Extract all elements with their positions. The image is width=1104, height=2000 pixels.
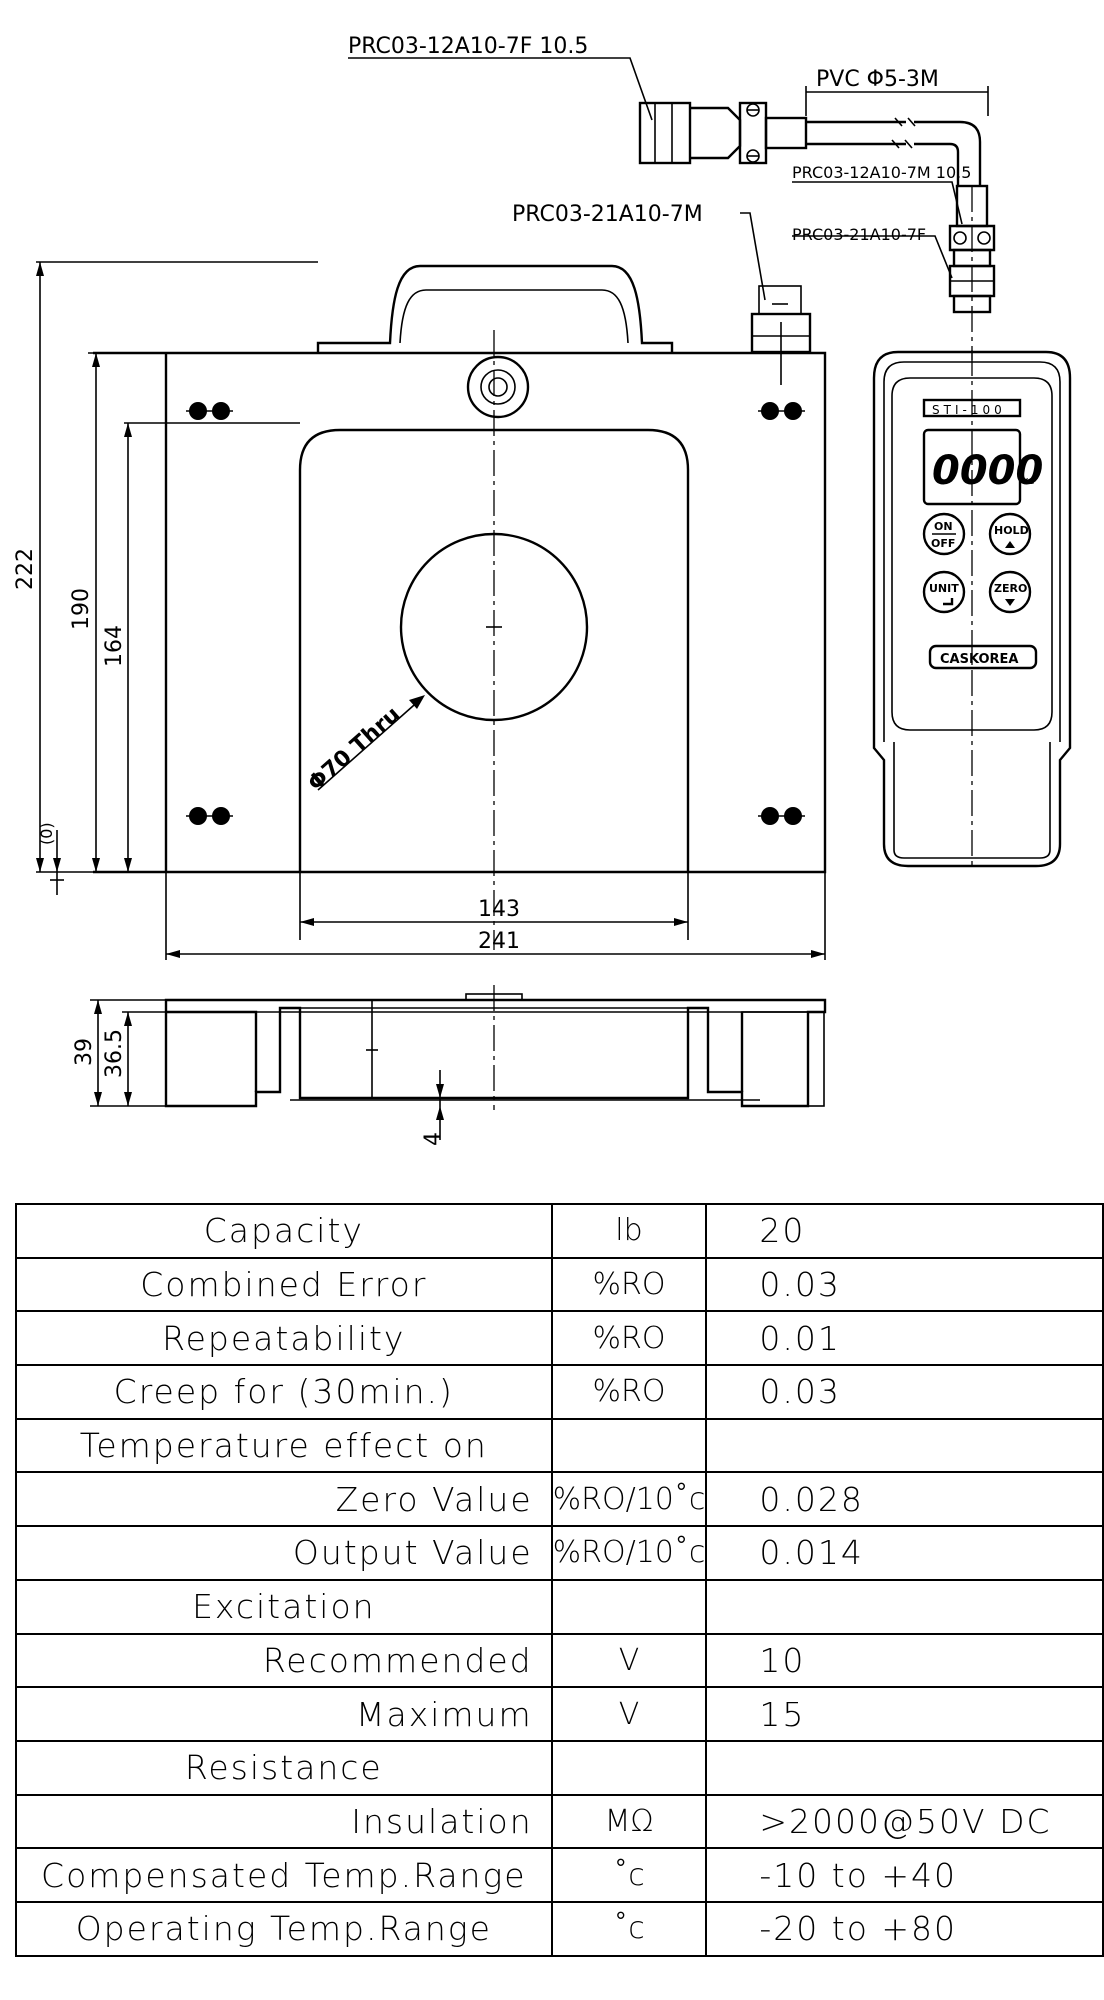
spec-name-cell: Zero Value — [15, 1471, 553, 1528]
spec-unit-cell: %RO/10˚c — [550, 1525, 708, 1581]
connector-3-label: PRC03-21A10-7M — [512, 202, 703, 227]
table-row: Excitation — [15, 1578, 1104, 1635]
dim-36-5: 36.5 — [102, 1029, 127, 1078]
spec-name-cell: Compensated Temp.Range — [15, 1847, 553, 1903]
spec-value-cell: -20 to +80 — [705, 1900, 1104, 1957]
indicator-display: 0000 — [932, 448, 1043, 494]
dim-164: 164 — [102, 625, 127, 667]
indicator-unit: KG — [1023, 477, 1034, 486]
spec-value-cell — [705, 1578, 1104, 1635]
unit-button — [922, 570, 966, 614]
spec-value-cell: 10 — [705, 1632, 1104, 1689]
spec-value-cell: 20 — [705, 1203, 1104, 1259]
spec-value-cell: 0.03 — [705, 1256, 1104, 1313]
dimensions-top-view: 222 190 164 (0) 143 241 — [13, 261, 826, 960]
cable-label: PVC Φ5-3M — [816, 67, 939, 92]
spec-value-cell: 0.014 — [705, 1525, 1104, 1581]
zero-button — [988, 570, 1032, 614]
spec-value-cell: >2000@50V DC — [705, 1793, 1104, 1850]
on-off-button — [922, 512, 966, 556]
hold-label: HOLD — [994, 524, 1029, 537]
spec-unit-cell: %RO — [550, 1256, 708, 1313]
zero-label: ZERO — [994, 582, 1027, 595]
dimensions-side-view: 39 36.5 4 — [72, 999, 446, 1146]
spec-name-cell: Output Value — [15, 1525, 553, 1581]
spec-value-cell: 15 — [705, 1686, 1104, 1742]
spec-name-cell: Repeatability — [15, 1310, 553, 1367]
spec-value-cell — [705, 1739, 1104, 1796]
spec-unit-cell: ˚c — [550, 1900, 708, 1957]
spec-value-cell: 0.028 — [705, 1471, 1104, 1528]
on-off-label-top: ON — [934, 520, 953, 533]
connector-4-label: PRC03-21A10-7F — [792, 225, 926, 244]
hole-label: Φ70 Thru — [303, 702, 405, 796]
spec-name-cell: Insulation — [15, 1793, 553, 1850]
table-row: Operating Temp.Range˚c-20 to +80 — [15, 1900, 1104, 1957]
indicator-brand: CASKOREA — [940, 652, 1018, 667]
spec-name-cell: Operating Temp.Range — [15, 1900, 553, 1957]
indicator-model: STI-100 — [932, 403, 1006, 417]
spec-name-cell: Temperature effect on — [15, 1417, 553, 1474]
handheld-indicator: STI-100 0000 KG ON OFF HOLD UNIT ZERO CA… — [872, 350, 1072, 870]
connector-1-label: PRC03-12A10-7F 10.5 — [348, 34, 588, 59]
spec-unit-cell: V — [550, 1632, 708, 1689]
spec-unit-cell: %RO — [550, 1310, 708, 1367]
spec-name-cell: Excitation — [15, 1578, 553, 1635]
spec-value-cell: 0.01 — [705, 1310, 1104, 1367]
dim-39: 39 — [72, 1038, 97, 1066]
table-row: Temperature effect on — [15, 1417, 1104, 1474]
bolt-holes — [186, 402, 805, 825]
dim-4: 4 — [421, 1132, 446, 1146]
spec-unit-cell — [550, 1739, 708, 1796]
spec-unit-cell: V — [550, 1686, 708, 1742]
spec-name-cell: Capacity — [15, 1203, 553, 1259]
spec-name-cell: Recommended — [15, 1632, 553, 1689]
cable-assembly: PVC Φ5-3M PRC03-12A10-7F 10.5 PRC03-12A1… — [348, 34, 996, 360]
spec-unit-cell: lb — [550, 1203, 708, 1259]
spec-value-cell: -10 to +40 — [705, 1847, 1104, 1903]
spec-name-cell: Creep for (30min.) — [15, 1364, 553, 1420]
load-cell-top-view: Φ70 Thru — [93, 264, 827, 950]
unit-label: UNIT — [929, 582, 959, 595]
spec-unit-cell: %RO/10˚c — [550, 1471, 708, 1528]
connector-2-label: PRC03-12A10-7M 10.5 — [792, 163, 971, 182]
dim-190: 190 — [69, 588, 94, 630]
dim-222: 222 — [13, 548, 38, 590]
dim-241: 241 — [478, 929, 520, 954]
technical-drawing: Φ70 Thru 222 190 164 (0) 143 — [13, 34, 1072, 1146]
load-cell-side-view — [164, 985, 827, 1110]
spec-name-cell: Combined Error — [15, 1256, 553, 1313]
spec-name-cell: Resistance — [15, 1739, 553, 1796]
spec-unit-cell: %RO — [550, 1364, 708, 1420]
dim-zero: (0) — [37, 822, 56, 845]
spec-name-cell: Maximum — [15, 1686, 553, 1742]
spec-unit-cell: ˚c — [550, 1847, 708, 1903]
spec-value-cell — [705, 1417, 1104, 1474]
spec-unit-cell — [550, 1417, 708, 1474]
spec-unit-cell — [550, 1578, 708, 1635]
table-row: Resistance — [15, 1739, 1104, 1796]
hold-button — [988, 512, 1032, 556]
spec-value-cell: 0.03 — [705, 1364, 1104, 1420]
dim-143: 143 — [478, 897, 520, 922]
spec-unit-cell: MΩ — [550, 1793, 708, 1850]
on-off-label-bottom: OFF — [931, 537, 955, 550]
table-row: Compensated Temp.Range˚c-10 to +40 — [15, 1847, 1104, 1903]
